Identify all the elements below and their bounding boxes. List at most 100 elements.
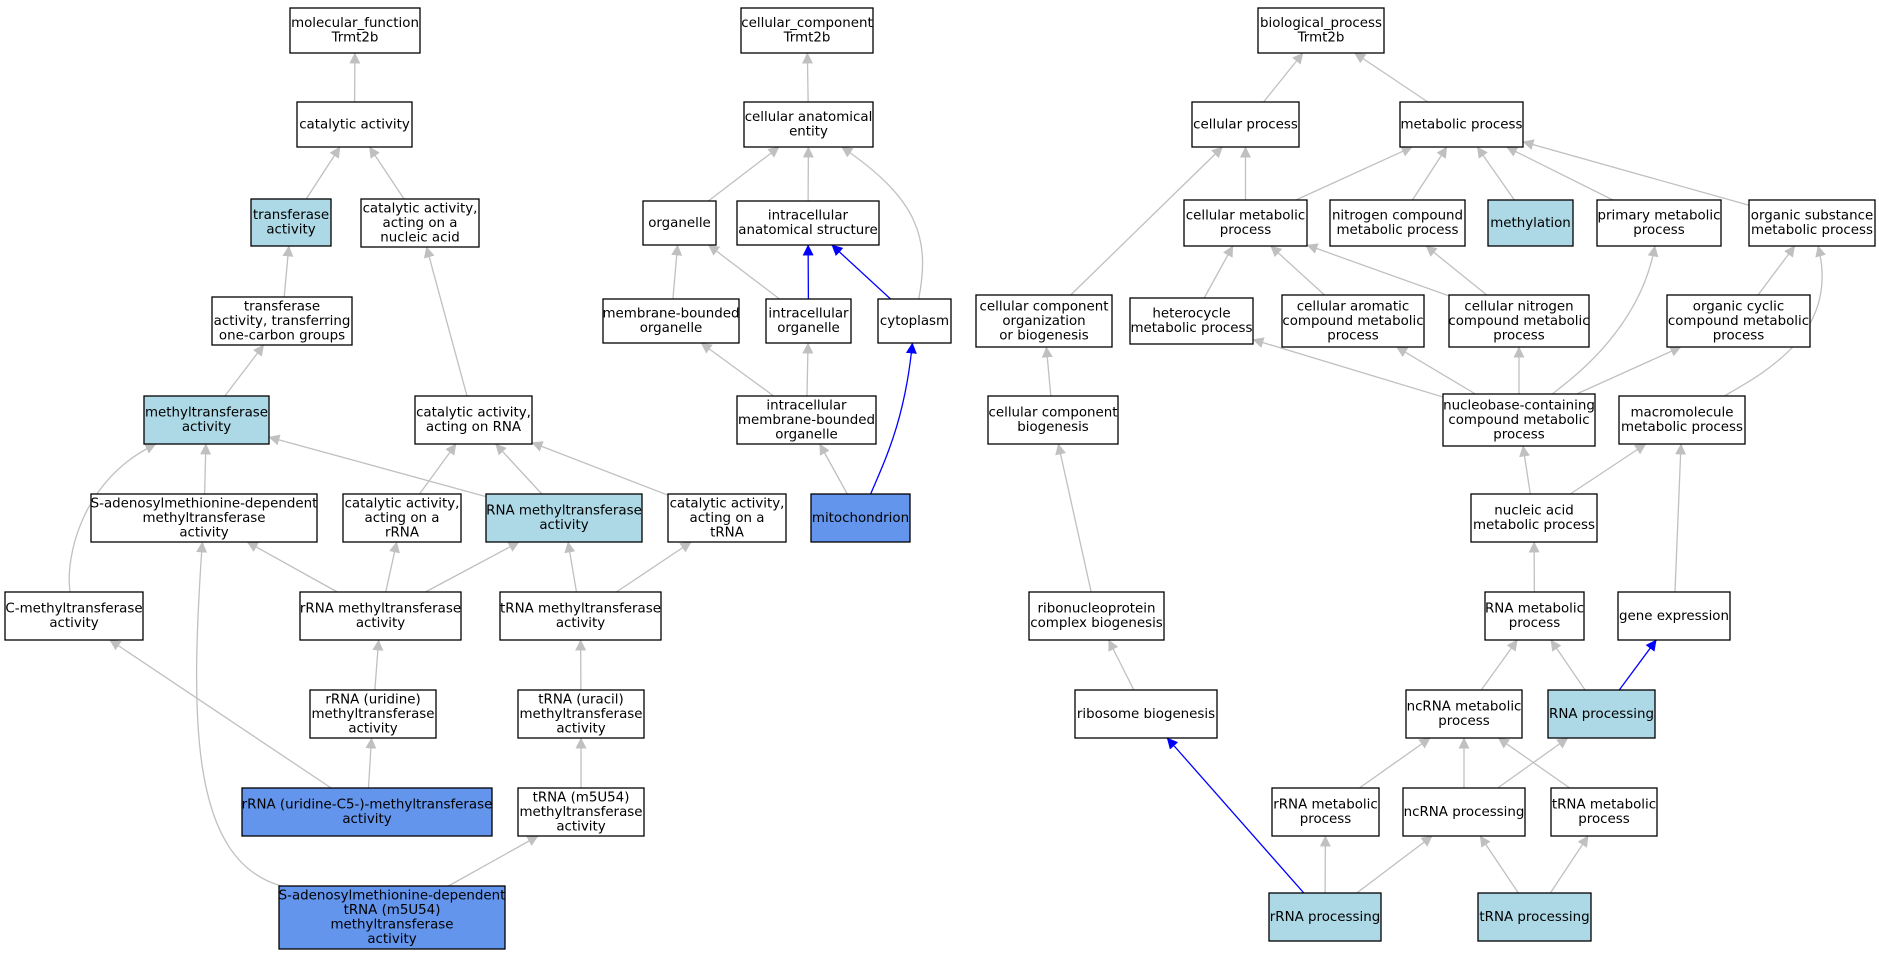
node-box bbox=[1402, 787, 1526, 837]
node-box bbox=[602, 298, 740, 344]
edge-rna_mt-to-methyltransferase bbox=[268, 434, 487, 498]
node-label: process bbox=[1220, 223, 1271, 238]
node-label: methyltransferase bbox=[520, 805, 643, 820]
node-label: ribosome biogenesis bbox=[1077, 707, 1215, 722]
edge-transf_onecarbon-to-transferase bbox=[282, 245, 294, 298]
node-box bbox=[143, 395, 270, 445]
node-box bbox=[241, 787, 493, 837]
node-label: primary metabolic bbox=[1598, 209, 1721, 224]
node-label: methylation bbox=[1490, 216, 1571, 231]
node-box bbox=[90, 493, 318, 543]
edge-organelle-to-cell_anat bbox=[707, 146, 780, 202]
node-label: Trmt2b bbox=[1297, 31, 1345, 46]
node-box bbox=[1442, 393, 1596, 447]
node-box bbox=[667, 493, 787, 543]
node-label: RNA processing bbox=[1549, 707, 1654, 722]
node-box bbox=[736, 395, 877, 445]
node-label: catalytic activity, bbox=[345, 496, 460, 511]
node-box bbox=[309, 689, 437, 739]
node-label: activity bbox=[367, 932, 416, 947]
node-label: methyltransferase bbox=[331, 918, 454, 933]
edge-intra_org-to-organelle bbox=[708, 244, 780, 300]
node-box bbox=[1547, 689, 1656, 739]
edge-sam_trna_m5u54-to-trna_m5u54_mt bbox=[448, 835, 539, 887]
node-box bbox=[1329, 199, 1466, 247]
edge-rrna_mt-to-cat_rrna bbox=[385, 541, 400, 593]
node-ribosome-biogen: ribosome biogenesis bbox=[1074, 689, 1218, 739]
node-label: C-methyltransferase bbox=[5, 602, 142, 617]
node-label: metabolic process bbox=[1131, 321, 1253, 336]
node-label: tRNA (m5U54) bbox=[344, 903, 441, 918]
node-label: catalytic activity, bbox=[670, 496, 785, 511]
node-label: activity bbox=[179, 525, 228, 540]
edge-transferase-to-catalytic bbox=[305, 146, 341, 200]
node-label: organelle bbox=[775, 427, 838, 442]
node-box bbox=[1405, 689, 1523, 739]
node-box bbox=[1074, 689, 1218, 739]
node-label: activity bbox=[556, 616, 605, 631]
node-rrna-c5-mt: rRNA (uridine-C5-)-methyltransferaseacti… bbox=[241, 787, 493, 837]
node-label: activity bbox=[342, 812, 391, 827]
node-box bbox=[1268, 892, 1382, 942]
node-label: activity, transferring bbox=[214, 314, 351, 329]
node-label: S-adenosylmethionine-dependent bbox=[279, 889, 506, 904]
edge-ribosome_biogen-to-rnp_biogen bbox=[1108, 639, 1135, 691]
edge-c_mt-to-methyltransferase bbox=[68, 443, 157, 593]
node-label: cellular aromatic bbox=[1297, 299, 1409, 314]
edge-methyltransferase-to-transf_onecarbon bbox=[224, 344, 265, 397]
edge-cell_nitrogen-to-cell_metab bbox=[1306, 243, 1450, 297]
edge-metab_proc-to-bp_root bbox=[1354, 52, 1429, 103]
node-label: activity bbox=[556, 721, 605, 736]
edge-cat_rna-to-cat_nucleic bbox=[423, 246, 468, 397]
node-label: membrane-bounded bbox=[603, 307, 740, 322]
node-box bbox=[810, 493, 911, 543]
node-label: membrane-bounded bbox=[738, 413, 875, 428]
node-label: methyltransferase bbox=[145, 406, 268, 421]
node-box bbox=[1399, 101, 1524, 148]
edge-mitochondrion-to-cytoplasm bbox=[870, 342, 917, 495]
edge-nucleic_acid-to-nucleobase bbox=[1519, 445, 1531, 495]
node-catalytic: catalytic activity bbox=[296, 101, 413, 148]
node-label: RNA metabolic bbox=[1485, 602, 1584, 617]
node-label: metabolic process bbox=[1751, 223, 1873, 238]
node-label: tRNA bbox=[710, 525, 745, 540]
node-box bbox=[4, 591, 144, 641]
node-label: activity bbox=[348, 721, 397, 736]
edge-cytoplasm-to-intra_anat bbox=[831, 244, 892, 300]
node-box bbox=[877, 298, 952, 344]
node-box bbox=[975, 294, 1113, 348]
node-label: activity bbox=[49, 616, 98, 631]
node-label: activity bbox=[539, 518, 588, 533]
edge-cc_biogen-to-cc_org_biogen bbox=[1041, 346, 1053, 397]
node-label: cytoplasm bbox=[880, 314, 949, 329]
node-sam-mt: S-adenosylmethionine-dependentmethyltran… bbox=[90, 493, 318, 543]
node-label: process bbox=[1438, 714, 1489, 729]
edge-cell_metab-to-metab_proc bbox=[1295, 146, 1413, 201]
node-box bbox=[414, 395, 533, 445]
node-box bbox=[1271, 787, 1380, 837]
node-label: process bbox=[1300, 812, 1351, 827]
node-mitochondrion: mitochondrion bbox=[810, 493, 911, 543]
node-label: nucleic acid bbox=[1494, 504, 1573, 519]
edge-organic_sub-to-metab_proc bbox=[1522, 139, 1750, 206]
node-label: process bbox=[1493, 328, 1544, 343]
node-box bbox=[1470, 493, 1598, 543]
edge-organic_cyclic-to-organic_sub bbox=[1757, 245, 1796, 296]
node-label: tRNA (uracil) bbox=[538, 692, 623, 707]
node-label: tRNA processing bbox=[1479, 910, 1589, 925]
node-box bbox=[1281, 294, 1425, 348]
